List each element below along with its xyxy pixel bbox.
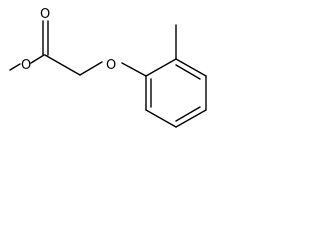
bond-carbonyl-carbon-ch2 — [44, 54, 81, 76]
bonds — [9, 20, 207, 128]
ring-inner-double-1 — [175, 64, 201, 80]
ring-bond-2 — [175, 58, 207, 77]
ether-oxygen-label: O — [106, 58, 116, 73]
atom-labels: O O O — [21, 7, 116, 73]
ring-inner-double-2 — [175, 106, 201, 122]
bond-ester-oxygen-carbonyl-carbon — [30, 54, 45, 64]
ester-oxygen-label: O — [21, 58, 31, 73]
bond-ether-oxygen-ring — [121, 62, 147, 77]
chemical-structure-diagram: O O O — [9, 7, 207, 128]
ring-bond-5 — [145, 109, 177, 128]
bond-methyl-ester-oxygen — [9, 63, 21, 71]
bond-ch2-ether-oxygen — [79, 61, 103, 76]
ring-bond-1 — [145, 58, 177, 77]
carbonyl-oxygen-label: O — [40, 7, 50, 22]
ring-bond-4 — [175, 109, 207, 128]
